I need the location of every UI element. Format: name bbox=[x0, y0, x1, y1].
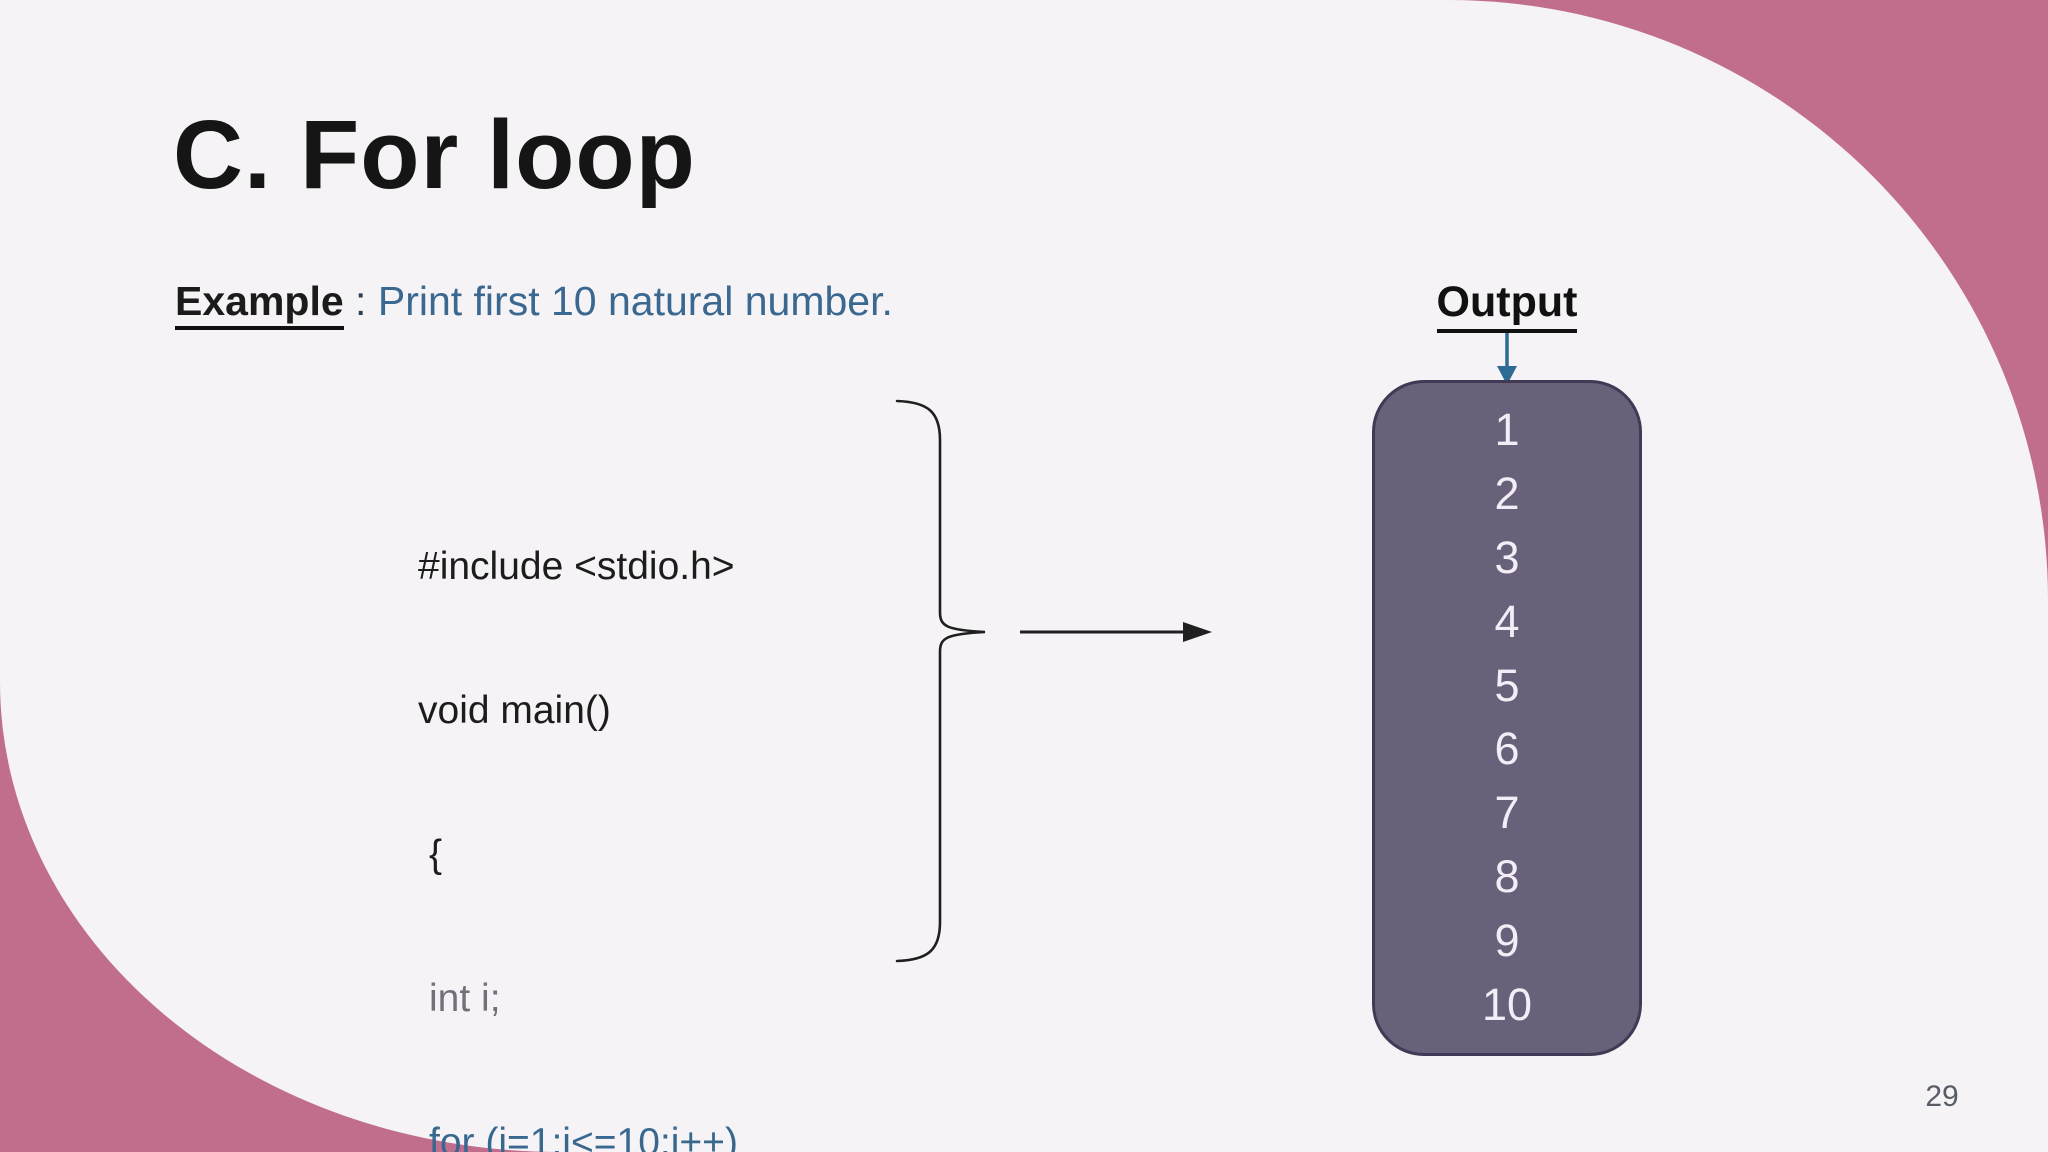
code-line: int i; bbox=[429, 977, 501, 1020]
brace-and-arrow-graphic bbox=[895, 399, 1212, 963]
page-number: 29 bbox=[1925, 1080, 1959, 1113]
arrow-down-icon bbox=[1497, 333, 1517, 385]
code-block: #include <stdio.h> void main() { int i; … bbox=[418, 447, 738, 1152]
output-value: 1 bbox=[1494, 404, 1520, 455]
code-line: void main() bbox=[418, 689, 611, 732]
right-curly-brace-icon bbox=[895, 399, 986, 963]
output-value: 6 bbox=[1494, 723, 1520, 775]
example-line: Example : Print first 10 natural number. bbox=[175, 278, 893, 330]
output-value: 4 bbox=[1494, 595, 1520, 647]
output-value: 2 bbox=[1494, 467, 1520, 519]
page-title: C. For loop bbox=[173, 100, 696, 209]
output-label: Output bbox=[1436, 278, 1578, 333]
output-box: 1 2 3 4 5 6 7 8 9 10 bbox=[1372, 380, 1642, 1056]
example-description: Print first 10 natural number. bbox=[377, 278, 893, 324]
code-line: { bbox=[429, 833, 443, 876]
output-value: 3 bbox=[1494, 531, 1520, 583]
output-value: 7 bbox=[1494, 787, 1520, 839]
output-value: 10 bbox=[1481, 978, 1533, 1030]
example-label: Example bbox=[175, 278, 344, 330]
code-line: for (i=1;i<=10;i++) bbox=[429, 1121, 738, 1152]
code-line: #include <stdio.h> bbox=[418, 545, 735, 588]
example-separator: : bbox=[343, 278, 378, 324]
output-label-wrap: Output bbox=[1372, 278, 1642, 333]
output-value: 8 bbox=[1494, 851, 1520, 903]
output-value: 9 bbox=[1494, 915, 1520, 966]
arrow-right-head-icon bbox=[1183, 622, 1212, 642]
output-value: 5 bbox=[1494, 659, 1520, 711]
